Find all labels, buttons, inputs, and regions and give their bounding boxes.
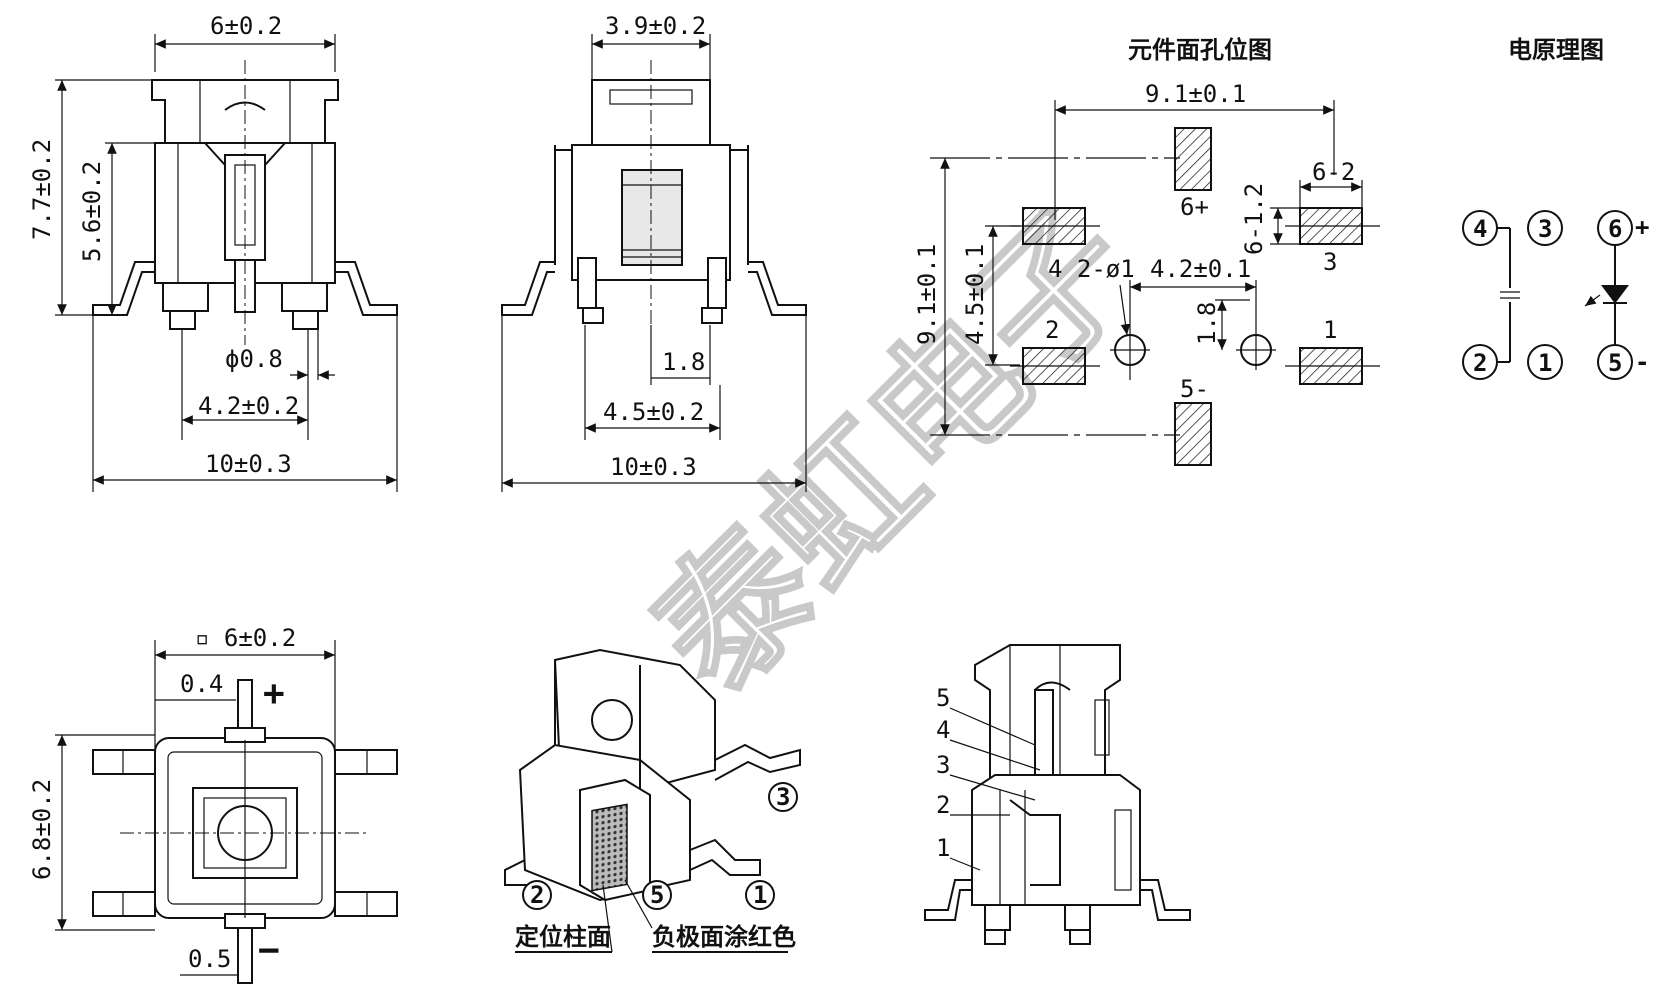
side-overall: 10±0.3 (610, 453, 697, 481)
pad-width: 6-2 (1312, 158, 1355, 186)
schematic-title: 电原理图 (1508, 36, 1604, 64)
pad-hole-label: 4 2-ø1 (1048, 255, 1135, 283)
side-view: 3.9±0.2 1.8 4.5±0.2 10±0.3 (501, 12, 807, 492)
side-pin-width: 1.8 (662, 348, 705, 376)
iso-marker-1: 1 (753, 881, 767, 909)
pad-row-pitch: 4.5±0.1 (961, 244, 989, 345)
led-plus: + (1635, 213, 1649, 241)
part-1: 1 (936, 834, 950, 862)
front-overall: 10±0.3 (205, 450, 292, 478)
front-view: 6±0.2 7.7±0.2 5.6±0.2 (28, 12, 398, 492)
iso-marker-3: 3 (776, 783, 790, 811)
pad-pitch-v: 9.1±0.1 (913, 244, 941, 345)
top-height: 6.8±0.2 (28, 779, 56, 880)
part-3: 3 (936, 751, 950, 779)
part-2: 2 (936, 791, 950, 819)
node-3: 3 (1538, 215, 1552, 243)
front-pin-pitch: 4.2±0.2 (198, 392, 299, 420)
pad-label-2: 2 (1045, 316, 1059, 344)
top-minus: − (258, 930, 280, 971)
node-1: 1 (1538, 349, 1552, 377)
front-height-body: 5.6±0.2 (78, 161, 106, 262)
node-4: 4 (1473, 215, 1487, 243)
pad-height: 6-1.2 (1240, 183, 1268, 255)
node-2: 2 (1473, 349, 1487, 377)
pad-layout: 元件面孔位图 9.1±0.1 9.1±0.1 4.5±0.1 6-2 (913, 36, 1380, 466)
pad-label-1: 1 (1323, 316, 1337, 344)
pad-label-5minus: 5- (1180, 375, 1209, 403)
part-4: 4 (936, 716, 950, 744)
pad-label-6plus: 6+ (1180, 193, 1209, 221)
schematic: 电原理图 4 3 2 1 6 5 + - (1462, 36, 1649, 380)
top-width: ▫ 6±0.2 (195, 624, 296, 652)
side-pin-pitch: 4.5±0.2 (603, 398, 704, 426)
pad-offset: 1.8 (1193, 302, 1221, 345)
iso-label-right: 负极面涂红色 (652, 923, 796, 951)
pad-hole-pitch: 4.2±0.1 (1150, 255, 1251, 283)
iso-marker-2: 2 (530, 881, 544, 909)
front-pin-dia: ϕ0.8 (225, 345, 283, 373)
side-width-top: 3.9±0.2 (605, 12, 706, 40)
pad-pitch-h: 9.1±0.1 (1145, 80, 1246, 108)
front-width-top: 6±0.2 (210, 12, 282, 40)
iso-label-left: 定位柱面 (515, 923, 611, 951)
led-minus: - (1635, 348, 1649, 376)
top-lead-top: 0.4 (180, 670, 223, 698)
node-5: 5 (1608, 349, 1622, 377)
top-view: ▫ 6±0.2 0.4 + 6.8±0.2 0.5 − (28, 624, 398, 984)
top-plus: + (263, 673, 285, 714)
part-5: 5 (936, 684, 950, 712)
iso-marker-5: 5 (650, 881, 664, 909)
pad-label-3: 3 (1323, 248, 1337, 276)
exploded-view: 5 4 3 2 1 (924, 644, 1191, 945)
pad-layout-title: 元件面孔位图 (1128, 36, 1272, 64)
iso-view: 3 2 5 1 定位柱面 负极面涂红色 (504, 648, 801, 953)
node-6: 6 (1608, 215, 1622, 243)
front-height-total: 7.7±0.2 (28, 139, 56, 240)
top-lead-bottom: 0.5 (188, 945, 231, 973)
